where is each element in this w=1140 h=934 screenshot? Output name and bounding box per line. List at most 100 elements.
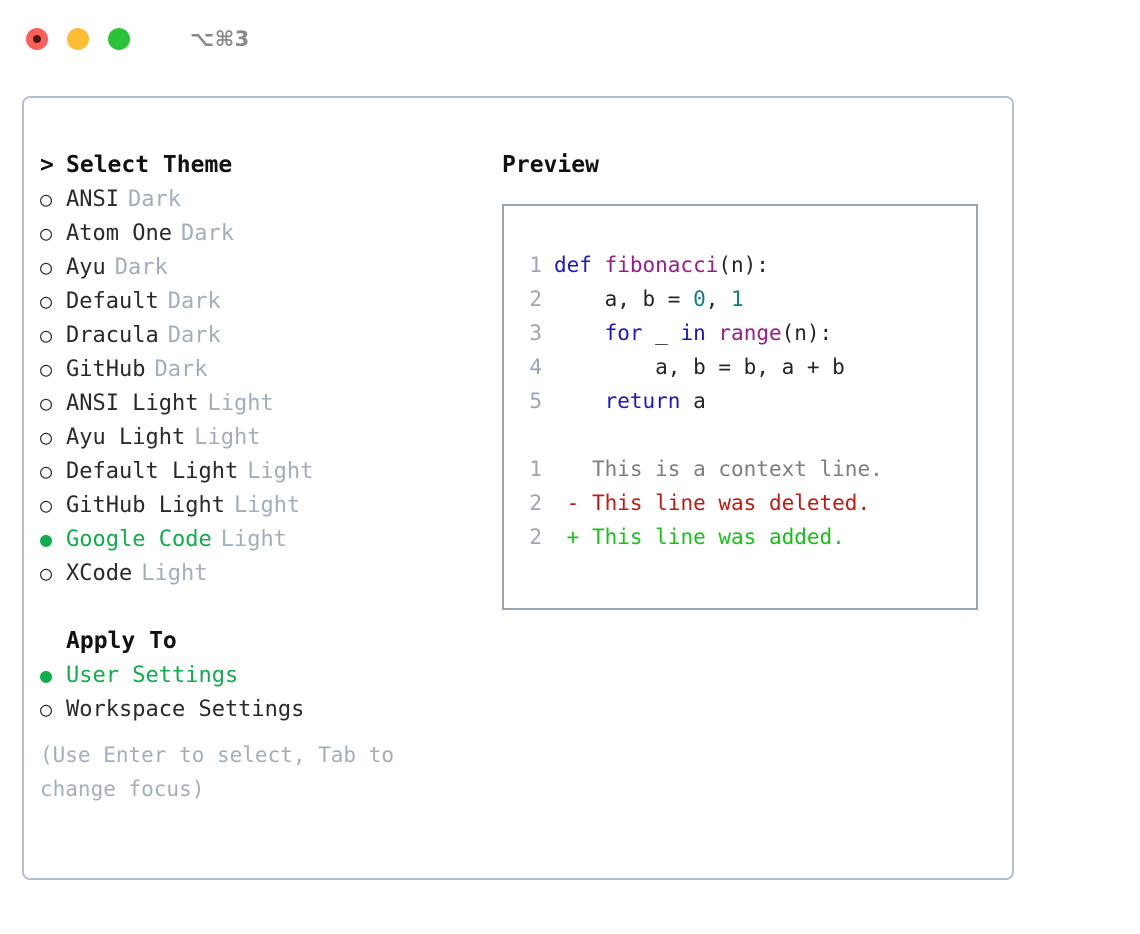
radio-unselected-icon: ○ bbox=[40, 323, 53, 347]
line-number: 5 bbox=[529, 389, 542, 413]
theme-list-item[interactable]: ○ Default Light Light bbox=[40, 454, 490, 488]
line-number: 2 bbox=[529, 525, 542, 549]
theme-list-item[interactable]: ○ Default Dark bbox=[40, 284, 490, 318]
diff-sign: + bbox=[554, 525, 592, 549]
theme-variant-badge: Dark bbox=[154, 357, 208, 382]
theme-name: Ayu bbox=[66, 255, 106, 280]
radio-unselected-icon: ○ bbox=[40, 561, 53, 585]
radio-selected-icon: ● bbox=[40, 527, 53, 551]
radio-unselected-icon: ○ bbox=[40, 187, 53, 211]
code-line: 3 for _ in range(n): bbox=[516, 316, 976, 350]
theme-name: GitHub Light bbox=[66, 493, 225, 518]
theme-variant-badge: Light bbox=[141, 561, 208, 586]
radio-unselected-icon: ○ bbox=[40, 697, 53, 721]
zoom-button[interactable] bbox=[108, 28, 130, 50]
diff-sign: - bbox=[554, 491, 592, 515]
radio-unselected-icon: ○ bbox=[40, 289, 53, 313]
theme-name: ANSI Light bbox=[66, 391, 199, 416]
theme-list-item[interactable]: ○ ANSI Light Light bbox=[40, 386, 490, 420]
theme-variant-badge: Light bbox=[207, 391, 274, 416]
diff-line: 1 This is a context line. bbox=[516, 452, 976, 486]
theme-list-item[interactable]: ● Google Code Light bbox=[40, 522, 490, 556]
theme-variant-badge: Dark bbox=[114, 255, 168, 280]
line-number: 2 bbox=[529, 491, 542, 515]
code-token: _ bbox=[642, 321, 681, 345]
code-token bbox=[554, 389, 605, 413]
code-token: (n): bbox=[718, 253, 769, 277]
code-token: a, b = bbox=[554, 287, 694, 311]
radio-unselected-icon: ○ bbox=[40, 459, 53, 483]
theme-name: Dracula bbox=[66, 323, 159, 348]
keyboard-hint-text: (Use Enter to select, Tab to change focu… bbox=[40, 743, 395, 801]
apply-to-item-label: Workspace Settings bbox=[66, 697, 305, 722]
code-token bbox=[554, 321, 605, 345]
radio-unselected-icon: ○ bbox=[40, 391, 53, 415]
theme-variant-badge: Light bbox=[233, 493, 301, 518]
code-token: a bbox=[680, 389, 706, 413]
code-token: in bbox=[680, 321, 706, 345]
theme-name: Default Light bbox=[66, 459, 239, 484]
theme-variant-badge: Dark bbox=[180, 221, 234, 246]
line-number: 4 bbox=[529, 355, 542, 379]
theme-variant-badge: Dark bbox=[167, 289, 221, 314]
apply-to-marker-placeholder: ○ bbox=[40, 624, 66, 658]
code-token: return bbox=[604, 389, 681, 413]
code-token: 0 bbox=[693, 287, 706, 311]
theme-name: Ayu Light bbox=[66, 425, 186, 450]
code-token: range bbox=[718, 321, 782, 345]
theme-variant-badge: Light bbox=[247, 459, 314, 484]
code-token: 1 bbox=[731, 287, 744, 311]
theme-name: Default bbox=[66, 289, 159, 314]
prompt-caret-icon: > bbox=[40, 152, 54, 178]
line-number: 3 bbox=[529, 321, 542, 345]
diff-sample: 1 This is a context line.2 - This line w… bbox=[516, 452, 976, 554]
theme-name: ANSI bbox=[66, 187, 119, 212]
code-token: fibonacci bbox=[604, 253, 719, 277]
radio-unselected-icon: ○ bbox=[40, 425, 53, 449]
code-token: , bbox=[705, 287, 732, 311]
code-line: 5 return a bbox=[516, 384, 976, 418]
radio-selected-icon: ● bbox=[40, 663, 53, 687]
close-button[interactable] bbox=[26, 28, 48, 50]
radio-unselected-icon: ○ bbox=[40, 255, 53, 279]
theme-list-item[interactable]: ○ Ayu Light Light bbox=[40, 420, 490, 454]
code-token: (n): bbox=[781, 321, 833, 345]
theme-list-item[interactable]: ○ Ayu Dark bbox=[40, 250, 490, 284]
theme-list-item[interactable]: ○ Atom One Dark bbox=[40, 216, 490, 250]
apply-to-item-label: User Settings bbox=[66, 663, 239, 688]
title-bar: ⌥⌘3 bbox=[0, 0, 1140, 78]
code-line: 4 a, b = b, a + b bbox=[516, 350, 976, 384]
radio-unselected-icon: ○ bbox=[40, 357, 53, 381]
apply-to-item[interactable]: ● User Settings bbox=[40, 658, 490, 692]
apply-to-heading: ○ Apply To bbox=[40, 624, 490, 658]
minimize-button[interactable] bbox=[67, 28, 89, 50]
code-token bbox=[706, 321, 719, 345]
radio-unselected-icon: ○ bbox=[40, 221, 53, 245]
code-line-text: return a bbox=[554, 384, 706, 418]
code-line-text: def fibonacci(n): bbox=[554, 248, 769, 282]
preview-title: Preview bbox=[502, 152, 599, 178]
diff-line: 2 - This line was deleted. bbox=[516, 486, 976, 520]
theme-name: Atom One bbox=[66, 221, 172, 246]
theme-variant-badge: Light bbox=[220, 527, 287, 552]
theme-variant-badge: Light bbox=[194, 425, 261, 450]
theme-name: Google Code bbox=[66, 527, 212, 552]
diff-line-text: This line was deleted. bbox=[591, 491, 871, 515]
apply-to-list: ● User Settings ○ Workspace Settings bbox=[40, 658, 490, 726]
select-theme-heading: > Select Theme bbox=[40, 148, 490, 182]
page-title: Select Theme bbox=[66, 152, 233, 178]
apply-to-item[interactable]: ○ Workspace Settings bbox=[40, 692, 490, 726]
code-line-text: a, b = 0, 1 bbox=[554, 282, 744, 316]
